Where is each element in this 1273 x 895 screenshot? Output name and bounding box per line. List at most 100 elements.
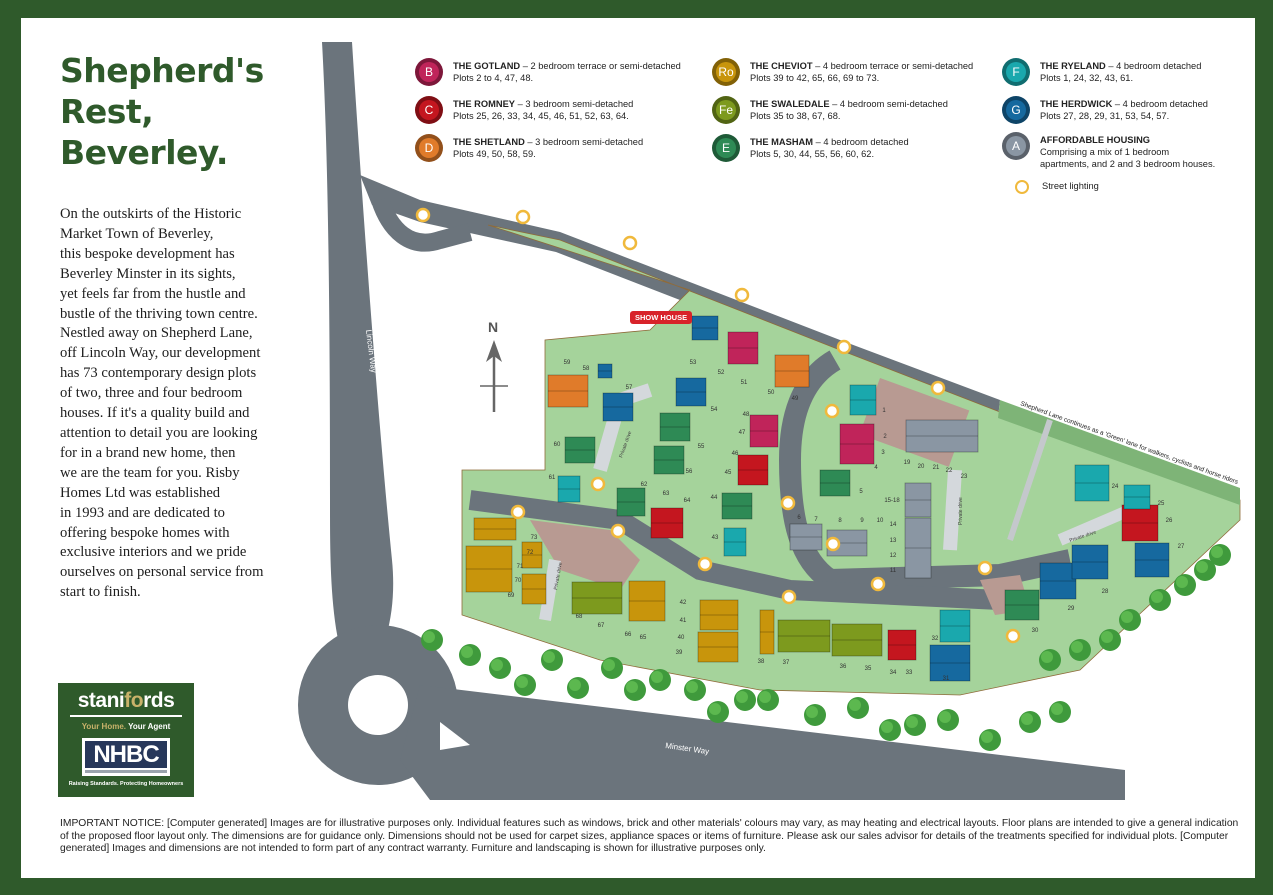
plot-label[interactable]: 66 — [625, 632, 632, 638]
plot-label[interactable]: 55 — [698, 444, 705, 450]
plot-label[interactable]: 4 — [874, 465, 878, 471]
plot-label[interactable]: 52 — [718, 370, 725, 376]
intro-line: start to finish. — [60, 584, 141, 601]
plot-label[interactable]: 25 — [1158, 501, 1165, 507]
house-type-badge-icon: B — [415, 58, 443, 86]
intro-line: exclusive interiors and we pride — [60, 544, 247, 561]
plot-label[interactable]: 43 — [712, 535, 719, 541]
plot-label[interactable]: 28 — [1102, 589, 1109, 595]
street-light-icon — [780, 495, 796, 511]
show-house-badge[interactable]: SHOW HOUSE — [630, 311, 693, 324]
house-Ro — [465, 545, 513, 593]
plot-label[interactable]: 15-18 — [884, 498, 900, 504]
plot-label[interactable]: 47 — [739, 430, 746, 436]
plot-label[interactable]: 63 — [663, 491, 670, 497]
plot-label[interactable]: 10 — [877, 518, 884, 524]
plot-label[interactable]: 58 — [583, 366, 590, 372]
plot-label[interactable]: 50 — [768, 390, 775, 396]
legend-item-street-lighting: Street lighting — [1007, 180, 1099, 194]
plot-label[interactable]: 71 — [517, 564, 524, 570]
house-Ro — [759, 609, 775, 655]
plot-label[interactable]: 32 — [932, 636, 939, 642]
plot-label[interactable]: 20 — [918, 464, 925, 470]
plot-label[interactable]: 41 — [680, 618, 687, 624]
plot-label[interactable]: 22 — [946, 468, 953, 474]
plot-label[interactable]: 38 — [758, 659, 765, 665]
plot-label[interactable]: 40 — [678, 635, 685, 641]
house-G — [1039, 562, 1077, 600]
intro-line: bustle of the thriving town centre. — [60, 305, 258, 322]
nhbc-tagline: Raising Standards. Protecting Homeowners — [68, 781, 184, 787]
intro-line: ourselves on personal service from — [60, 564, 264, 581]
plot-label[interactable]: 56 — [686, 469, 693, 475]
intro-line: Beverley Minster in its sights, — [60, 265, 236, 282]
plot-label[interactable]: 8 — [838, 518, 842, 524]
plot-label[interactable]: 6 — [797, 515, 801, 521]
street-light-icon — [697, 556, 713, 572]
plot-label[interactable]: 14 — [890, 522, 897, 528]
plot-label[interactable]: 9 — [860, 518, 864, 524]
plot-label[interactable]: 59 — [564, 360, 571, 366]
plot-label[interactable]: 68 — [576, 614, 583, 620]
plot-label[interactable]: 61 — [549, 475, 556, 481]
plot-label[interactable]: 72 — [527, 550, 534, 556]
intro-line: On the outskirts of the Historic — [60, 206, 242, 222]
title-line: Rest, — [60, 92, 154, 131]
plot-label[interactable]: 24 — [1112, 484, 1119, 490]
plot-label[interactable]: 39 — [676, 650, 683, 656]
plot-label[interactable]: 53 — [690, 360, 697, 366]
plot-label[interactable]: 67 — [598, 623, 605, 629]
plot-label[interactable]: 64 — [684, 498, 691, 504]
plot-label[interactable]: 60 — [554, 442, 561, 448]
house-C — [650, 507, 684, 539]
plot-label[interactable]: 5 — [859, 489, 863, 495]
plot-label[interactable]: 62 — [641, 482, 648, 488]
street-light-icon — [930, 380, 946, 396]
plot-label[interactable]: 13 — [890, 538, 897, 544]
legend-text: THE GOTLAND – 2 bedroom terrace or semi-… — [453, 61, 681, 83]
plot-label[interactable]: 46 — [732, 451, 739, 457]
plot-label[interactable]: 1 — [882, 408, 886, 414]
plot-label[interactable]: 69 — [508, 593, 515, 599]
plot-label[interactable]: 33 — [906, 670, 913, 676]
intro-line: attention to detail you are looking — [60, 424, 258, 441]
plot-label[interactable]: 45 — [725, 470, 732, 476]
plot-label[interactable]: 65 — [640, 635, 647, 641]
plot-label[interactable]: 35 — [865, 666, 872, 672]
plot-label[interactable]: 37 — [783, 660, 790, 666]
plot-label[interactable]: 19 — [904, 460, 911, 466]
plot-label[interactable]: 70 — [515, 578, 522, 584]
plot-label[interactable]: 34 — [890, 670, 897, 676]
plot-label[interactable]: 12 — [890, 553, 897, 559]
house-type-badge-icon: F — [1002, 58, 1030, 86]
trees — [421, 544, 1231, 751]
plot-label[interactable]: 11 — [890, 568, 897, 574]
plot-label[interactable]: 73 — [531, 535, 538, 541]
plot-label[interactable]: 21 — [933, 465, 940, 471]
plot-label[interactable]: 29 — [1068, 606, 1075, 612]
plot-label[interactable]: 3 — [881, 450, 885, 456]
plot-label[interactable]: 48 — [743, 412, 750, 418]
plot-label[interactable]: 23 — [961, 474, 968, 480]
plot-label[interactable]: 31 — [943, 676, 950, 682]
plot-label[interactable]: 36 — [840, 664, 847, 670]
plot-label[interactable]: 42 — [680, 600, 687, 606]
plot-label[interactable]: 2 — [883, 434, 887, 440]
plot-label[interactable]: 51 — [741, 380, 748, 386]
house-type-badge-icon: Fe — [712, 96, 740, 124]
plot-label[interactable]: 57 — [626, 385, 633, 391]
plot-label[interactable]: 30 — [1032, 628, 1039, 634]
important-notice: IMPORTANT NOTICE: [Computer generated] I… — [60, 818, 1239, 854]
plot-label[interactable]: 27 — [1178, 544, 1185, 550]
plot-label[interactable]: 44 — [711, 495, 718, 501]
plot-label[interactable]: 49 — [792, 396, 799, 402]
plot-label[interactable]: 7 — [814, 517, 818, 523]
plot-label[interactable]: 26 — [1166, 518, 1173, 524]
house-Fe — [831, 623, 883, 657]
street-light-icon — [781, 589, 797, 605]
plot-label[interactable]: 54 — [711, 407, 718, 413]
street-lights — [415, 207, 1021, 644]
